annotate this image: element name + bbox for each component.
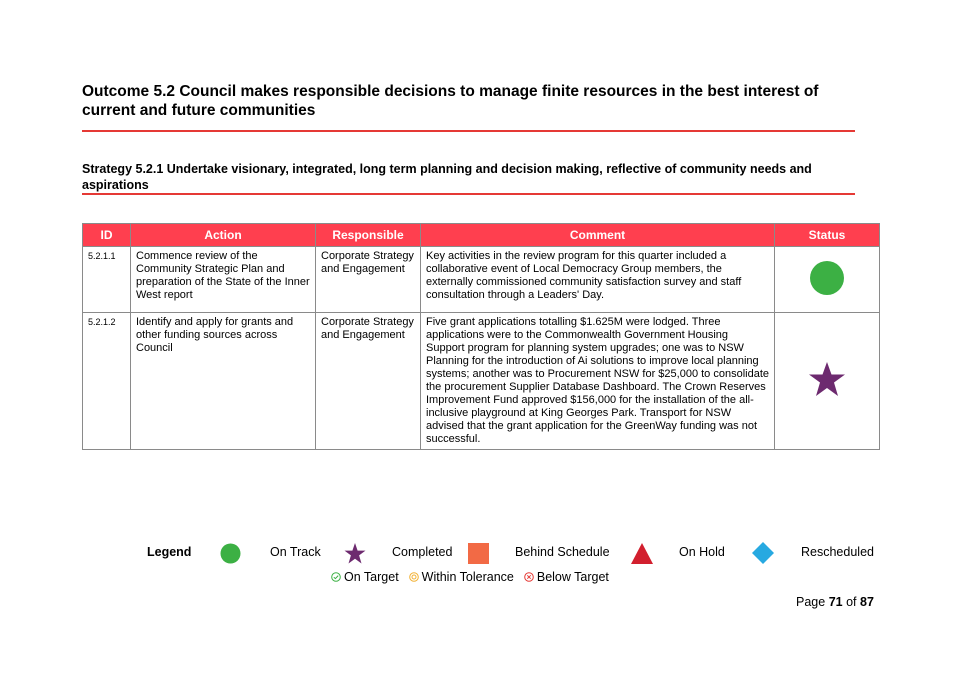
- purple-star-icon: [344, 543, 366, 564]
- legend-label-on-target: On Target: [344, 570, 399, 584]
- legend-within-tolerance: Within Tolerance: [408, 570, 514, 584]
- legend-label-behind-schedule: Behind Schedule: [515, 545, 610, 559]
- row-comment: Five grant applications totalling $1.625…: [420, 312, 775, 450]
- page-current: 71: [828, 595, 843, 609]
- page-total: 87: [860, 595, 874, 609]
- header-action: Action: [130, 223, 316, 247]
- row-responsible: Corporate Strategy and Engagement: [315, 312, 421, 450]
- row-comment: Key activities in the review program for…: [420, 246, 775, 313]
- legend-on-target: On Target: [331, 570, 399, 584]
- row-status: [774, 312, 880, 450]
- row-action: Identify and apply for grants and other …: [130, 312, 316, 450]
- tolerance-circle-icon: [408, 572, 419, 582]
- header-status: Status: [774, 223, 880, 247]
- legend-label-completed: Completed: [392, 545, 453, 559]
- page-prefix: Page: [796, 595, 826, 609]
- legend-label-on-track: On Track: [270, 545, 321, 559]
- legend-label-below-target: Below Target: [536, 570, 609, 584]
- outcome-divider: [82, 130, 855, 132]
- row-status: [774, 246, 880, 313]
- row-action: Commence review of the Community Strateg…: [130, 246, 316, 313]
- page-number: Page 71 of 87: [796, 595, 874, 609]
- row-id: 5.2.1.1: [82, 246, 131, 313]
- header-responsible: Responsible: [315, 223, 421, 247]
- legend-title: Legend: [147, 545, 192, 559]
- legend-below-target: Below Target: [524, 570, 609, 584]
- legend-label-within-tolerance: Within Tolerance: [421, 570, 514, 584]
- header-id: ID: [82, 223, 131, 247]
- header-comment: Comment: [420, 223, 775, 247]
- legend-label-rescheduled: Rescheduled: [801, 545, 874, 559]
- row-responsible: Corporate Strategy and Engagement: [315, 246, 421, 313]
- strategy-divider: [82, 193, 855, 195]
- page-of: of: [846, 595, 857, 609]
- table-row: 5.2.1.1 Commence review of the Community…: [82, 246, 880, 313]
- outcome-title: Outcome 5.2 Council makes responsible de…: [82, 83, 819, 119]
- row-id: 5.2.1.2: [82, 312, 131, 450]
- red-triangle-icon: [631, 543, 653, 564]
- purple-star-icon: [809, 362, 845, 396]
- strategy-title: Strategy 5.2.1 Undertake visionary, inte…: [82, 162, 812, 192]
- legend: Legend On Track Completed Behind Schedul…: [0, 542, 955, 564]
- table-row: 5.2.1.2 Identify and apply for grants an…: [82, 312, 880, 450]
- check-circle-icon: [331, 572, 341, 582]
- table-header-row: ID Action Responsible Comment Status: [82, 223, 880, 247]
- green-circle-icon: [220, 543, 241, 564]
- blue-diamond-icon: [752, 542, 774, 564]
- legend-targets: On Target Within Tolerance Below Target: [331, 570, 609, 584]
- legend-label-on-hold: On Hold: [679, 545, 725, 559]
- green-circle-icon: [810, 260, 844, 295]
- orange-square-icon: [468, 543, 489, 564]
- cross-circle-icon: [524, 572, 534, 582]
- actions-table: ID Action Responsible Comment Status 5.2…: [82, 223, 880, 450]
